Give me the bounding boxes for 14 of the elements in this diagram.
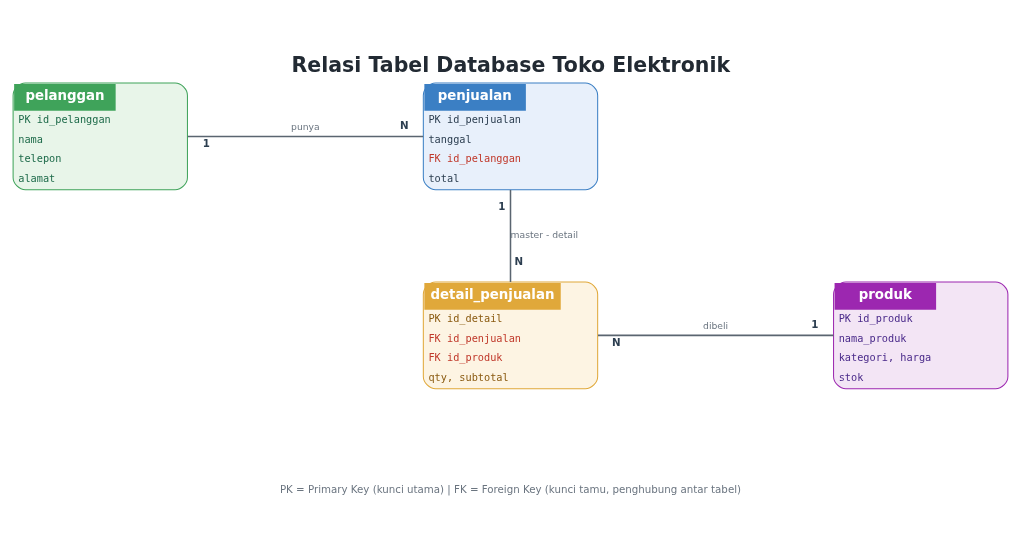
label: 1 xyxy=(810,317,818,330)
edge-label: master - detail xyxy=(510,228,578,240)
label: N xyxy=(611,335,621,348)
diagram-title: Relasi Tabel Database Toko Elektronik xyxy=(291,52,730,77)
caption: PK = Primary Key (kunci utama) | FK = Foreign Key (kunci tamu, penghubung antar tabel) xyxy=(279,482,741,495)
label: N xyxy=(514,254,523,267)
connector xyxy=(186,135,424,137)
label: 1 xyxy=(497,199,505,212)
edge-label: punya xyxy=(290,120,320,132)
connector xyxy=(509,188,511,283)
edge-label: dibeli xyxy=(702,319,728,331)
label: N xyxy=(399,118,409,131)
connector xyxy=(596,334,834,336)
label: 1 xyxy=(202,136,210,149)
